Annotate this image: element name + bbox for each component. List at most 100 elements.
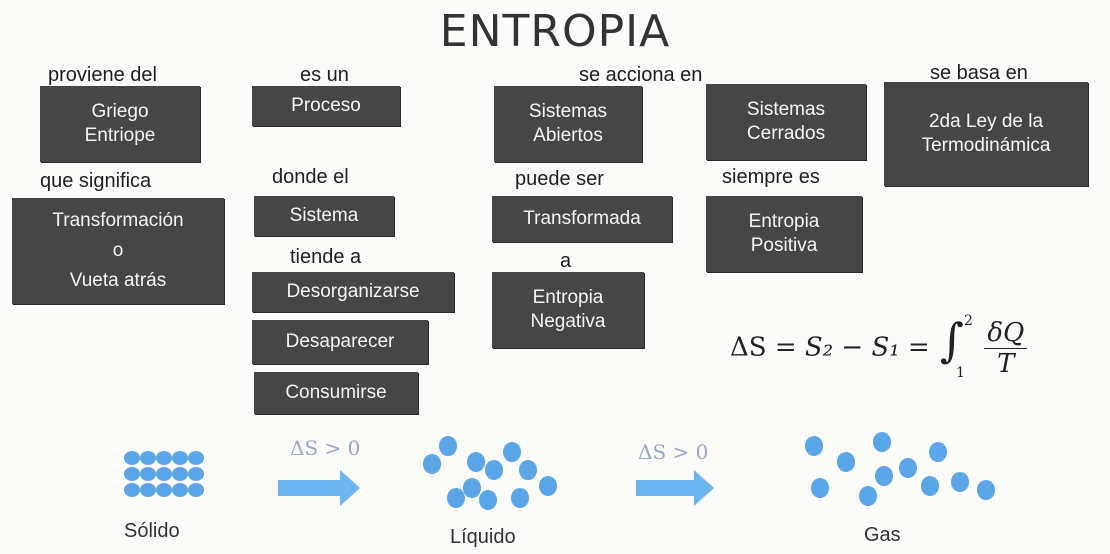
particle: [124, 467, 140, 481]
gas-particles: [805, 432, 995, 506]
particle: [140, 467, 156, 481]
box-text: Entriope: [84, 125, 156, 146]
box-text: o: [112, 240, 124, 261]
particle: [124, 483, 140, 497]
particle: [463, 478, 481, 498]
entropy-equation: ΔS = S₂ − S₁ = ∫ 2 1 δQ T: [730, 313, 1028, 381]
box-text: Positiva: [750, 235, 818, 256]
label-proviene-del: proviene del: [48, 64, 157, 86]
particle: [140, 483, 156, 497]
diagram-title: ENTROPIA: [439, 6, 671, 57]
particle: [873, 432, 891, 452]
label-siempre-es: siempre es: [722, 166, 820, 188]
box-entropia-negativa: Entropia Negativa: [492, 272, 644, 348]
box-text: Proceso: [291, 95, 361, 116]
eq-s2: S₂: [804, 332, 834, 363]
box-proceso: Proceso: [252, 86, 400, 126]
particle: [511, 488, 529, 508]
box-text: Sistemas: [528, 101, 608, 122]
particle: [485, 460, 503, 480]
eq-lower-limit: 1: [956, 364, 965, 381]
arrow-right-icon: [278, 470, 360, 506]
particle: [447, 488, 465, 508]
box-desaparecer: Desaparecer: [252, 320, 428, 364]
box-transformada: Transformada: [492, 196, 672, 242]
box-text: Sistema: [289, 205, 359, 226]
label-que-significa: que significa: [40, 170, 152, 192]
particle: [423, 454, 441, 474]
particle: [805, 436, 823, 456]
particle: [519, 460, 537, 480]
box-text: Desorganizarse: [286, 281, 420, 302]
particle: [859, 486, 877, 506]
label-donde-el: donde el: [272, 166, 349, 188]
label-es-un: es un: [300, 64, 349, 86]
eq-s1: S₁: [871, 332, 900, 363]
box-text: Consumirse: [285, 382, 387, 403]
box-text: Sistemas: [746, 99, 826, 120]
delta-s-label-1: ΔS > 0: [290, 436, 361, 460]
box-text: Cerrados: [746, 123, 826, 144]
particle: [188, 483, 204, 497]
box-text: Negativa: [530, 311, 606, 332]
eq-minus: −: [841, 332, 864, 363]
particle: [539, 476, 557, 496]
box-text: Abiertos: [533, 125, 603, 146]
particle: [479, 490, 497, 510]
particle: [921, 476, 939, 496]
box-text: Entropia: [748, 211, 820, 232]
liquid-particles: [423, 436, 557, 510]
box-text: Vueta atrás: [69, 270, 167, 291]
label-se-basa-en: se basa en: [930, 62, 1028, 84]
particle: [503, 442, 521, 462]
particle: [951, 472, 969, 492]
eq-denominator: T: [997, 349, 1015, 379]
eq-fraction: δQ T: [984, 318, 1028, 379]
eq-numerator: δQ: [984, 318, 1028, 349]
eq-delta-s: ΔS: [730, 332, 767, 363]
box-griego-entriope: Griego Entriope: [40, 86, 200, 162]
particle: [977, 480, 995, 500]
box-sistema: Sistema: [254, 196, 394, 236]
box-transformacion: Transformación o Vueta atrás: [12, 198, 224, 304]
delta-s-label-2: ΔS > 0: [638, 440, 709, 464]
box-text: Transformación: [52, 210, 184, 231]
state-label-liquid: Líquido: [450, 526, 516, 548]
label-puede-ser: puede ser: [515, 168, 604, 190]
eq-integral-block: ∫ 2 1: [938, 313, 976, 381]
box-text: Termodinámica: [921, 135, 1051, 156]
box-desorganizarse: Desorganizarse: [252, 272, 454, 312]
box-sistemas-abiertos: Sistemas Abiertos: [494, 86, 642, 162]
solid-particles: [124, 451, 204, 497]
particle: [156, 451, 172, 465]
particle: [140, 451, 156, 465]
eq-upper-limit: 2: [964, 312, 973, 329]
box-sistemas-cerrados: Sistemas Cerrados: [706, 84, 866, 160]
particle: [899, 458, 917, 478]
arrow-right-icon: [636, 470, 714, 506]
box-segunda-ley: 2da Ley de la Termodinámica: [884, 82, 1088, 186]
particle: [875, 466, 893, 486]
particle: [124, 451, 140, 465]
particle: [172, 467, 188, 481]
box-text: Griego: [91, 101, 149, 122]
label-a: a: [560, 250, 572, 272]
particle: [467, 452, 485, 472]
particle: [929, 442, 947, 462]
box-text: Transformada: [523, 208, 641, 229]
box-text: Entropia: [532, 287, 604, 308]
box-entropia-positiva: Entropia Positiva: [706, 196, 862, 272]
state-label-solid: Sólido: [124, 520, 180, 542]
integral-icon: ∫: [940, 312, 965, 367]
particle: [188, 451, 204, 465]
particle: [811, 478, 829, 498]
box-text: 2da Ley de la: [928, 111, 1044, 132]
label-tiende-a: tiende a: [290, 246, 362, 268]
eq-equals: =: [907, 332, 930, 363]
particle: [156, 467, 172, 481]
eq-equals: =: [774, 332, 797, 363]
particle: [156, 483, 172, 497]
box-consumirse: Consumirse: [254, 372, 418, 414]
state-label-gas: Gas: [864, 524, 901, 546]
